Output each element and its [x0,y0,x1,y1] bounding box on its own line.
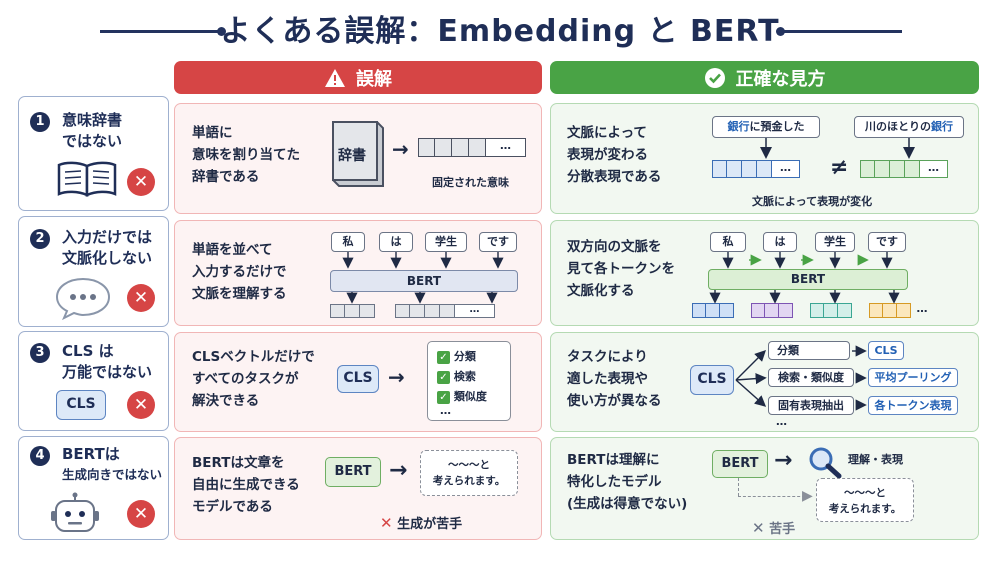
row3-right-text: タスクにより 適した表現や 使い方が異なる [567,349,662,409]
token-3: 学生 [425,232,467,252]
output-vectors: … [330,304,495,318]
row3-number: 3 [30,343,50,363]
token-3: 学生 [815,232,855,252]
generated-text-bubble: 〜〜〜と 考えられます。 [816,478,914,522]
warning-icon [325,68,345,87]
x-circle-icon: ✕ [127,500,155,528]
dashed-link [738,478,740,496]
dashed-link [738,496,810,498]
title-rule-left [100,27,226,36]
fixed-meaning-caption: 固定された意味 [432,176,509,189]
row4-label-line1: BERTは [62,445,120,463]
bert-block: BERT [712,450,768,478]
row4-number: 4 [30,446,50,466]
row2-right-text: 双方向の文脈を 見て各トークンを 文脈化する [567,239,675,299]
fixed-vector: … [418,138,526,157]
rep-token-representations: 各トークン表現 [868,396,958,415]
arrow-icon: → [389,458,408,483]
context-sentence-a: 銀行に預金した [712,116,820,138]
checklist-ellipsis: … [440,404,451,417]
weak-note: ✕ 苦手 [752,519,796,537]
header-misconception: 誤解 [174,61,542,94]
row1-wrong-text: 単語に 意味を割り当てた 辞書である [192,125,300,185]
context-vectors: … [692,303,933,318]
bert-block: BERT [330,270,518,292]
row1-label-line1: 意味辞書 [62,111,123,129]
robot-icon [51,492,99,532]
check-icon: ✓ 類似度 [437,388,487,404]
speech-bubble-icon [55,277,111,320]
row3-wrong-text: CLSベクトルだけで すべてのタスクが 解決できる [192,349,315,409]
task-ellipsis: … [776,415,787,428]
x-icon: ✕ [380,514,393,532]
check-icon: ✓ 分類 [437,348,476,364]
context-change-caption: 文脈によって表現が変化 [752,195,873,208]
header-correct-label: 正確な見方 [735,68,826,90]
row3-label-line2: 万能ではない [62,363,153,381]
token-2: は [379,232,413,252]
rep-mean-pooling: 平均プーリング [868,368,958,387]
row1-right-text: 文脈によって 表現が変わる 分散表現である [567,125,662,185]
row2-label-line2: 文脈化しない [62,249,153,267]
context-sentence-b: 川のほとりの銀行 [854,116,964,138]
row4-right-text: BERTは理解に 特化したモデル (生成は得意でない) [567,452,688,512]
dashed-arrow-head: ▶ [802,488,813,504]
row2-wrong-text: 単語を並べて 入力するだけで 文脈を理解する [192,242,287,302]
understand-label: 理解・表現 [848,453,903,466]
task-classification: 分類 [768,341,850,360]
x-circle-icon: ✕ [127,284,155,312]
vector-ellipsis: … [486,138,526,157]
x-icon: ✕ [752,519,765,537]
generation-weak-note: ✕ 生成が苦手 [380,514,463,532]
arrow-icon: → [388,365,405,389]
cls-badge: CLS [690,365,734,395]
bert-block: BERT [708,269,908,290]
x-circle-icon: ✕ [127,168,155,196]
cls-badge: CLS [337,365,379,393]
task-ner: 固有表現抽出 [768,396,854,415]
rep-cls: CLS [868,341,904,360]
token-4: です [868,232,906,252]
header-correct-view: 正確な見方 [550,61,979,94]
x-circle-icon: ✕ [127,391,155,419]
not-equal-sign: ≠ [830,155,849,180]
row2-number: 2 [30,229,50,249]
token-2: は [763,232,797,252]
book-icon [57,161,117,197]
cls-badge: CLS [56,390,106,420]
bert-block: BERT [325,457,381,487]
check-icon: ✓ 検索 [437,368,476,384]
title-rule-right [776,27,902,36]
task-search-similarity: 検索・類似度 [768,368,854,387]
context-vector-a: … [712,160,800,178]
row4-label-line2: 生成向きではない [62,467,163,482]
row1-label-line2: ではない [62,132,123,150]
check-circle-icon [704,67,725,88]
arrow-icon: → [774,448,793,473]
dictionary-icon [332,121,384,187]
token-4: です [479,232,517,252]
page-title: よくある誤解：Embedding と BERT [220,14,780,49]
dictionary-label: 辞書 [338,148,366,164]
token-1: 私 [331,232,365,252]
context-vector-b: … [860,160,948,178]
arrow-icon: → [392,137,409,161]
row1-number: 1 [30,112,50,132]
row3-label-line1: CLS は [62,342,114,360]
header-misconception-label: 誤解 [356,68,392,90]
token-1: 私 [710,232,746,252]
row2-label-line1: 入力だけでは [62,228,153,246]
row4-wrong-text: BERTは文章を 自由に生成できる モデルである [192,455,300,515]
generated-text-bubble: 〜〜〜と 考えられます。 [420,450,518,496]
magnifier-icon [809,447,842,478]
